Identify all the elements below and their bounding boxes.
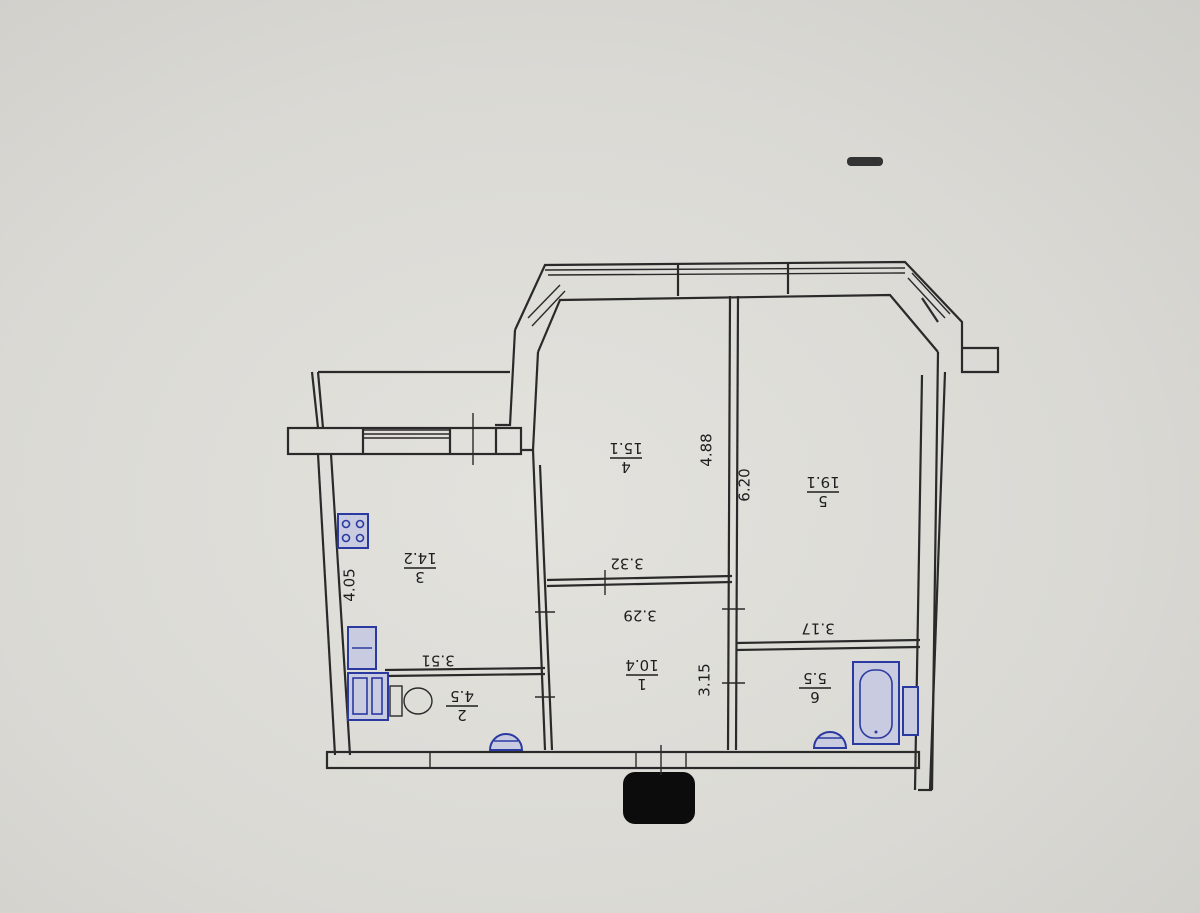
dimension-label: 3.17 <box>801 620 834 638</box>
dimension-label: 6.20 <box>736 468 754 501</box>
room-label: 110.4 <box>625 656 658 693</box>
dimension-label: 4.88 <box>698 433 716 466</box>
dimension-labels: 4.88 6.20 3.32 3.29 3.15 3.17 4.05 3.51 <box>341 433 835 696</box>
cabinet-icon-bath <box>902 686 919 736</box>
room-number: 2 <box>457 706 467 724</box>
room-area: 19.1 <box>806 473 839 491</box>
dimension-label: 3.32 <box>610 555 643 573</box>
room-label: 314.2 <box>403 549 436 586</box>
toilet-icon <box>389 685 433 717</box>
room-number: 1 <box>637 675 647 693</box>
room-labels: 110.4 24.5 314.2 415.1 519.1 65.5 <box>403 439 839 724</box>
bathtub-icon <box>852 661 900 745</box>
washing-machine-icon <box>347 672 389 721</box>
room-number: 5 <box>818 492 828 510</box>
room-area: 15.1 <box>609 439 642 457</box>
room-area: 4.5 <box>450 687 474 705</box>
exterior-walls <box>286 260 1000 792</box>
room-label: 519.1 <box>806 473 839 510</box>
floor-drain-icon-wc <box>488 733 524 751</box>
room-number: 6 <box>810 688 820 706</box>
redaction-mark-top <box>847 157 883 166</box>
interior-walls <box>384 295 921 751</box>
room-label: 415.1 <box>609 439 642 476</box>
stove-icon <box>337 513 369 549</box>
room-area: 10.4 <box>625 656 658 674</box>
room-number: 4 <box>621 458 631 476</box>
room-label: 65.5 <box>799 669 831 706</box>
sink-cabinet-icon <box>347 626 377 670</box>
washbasin-icon <box>812 731 848 749</box>
dimension-label: 3.29 <box>623 607 656 625</box>
redaction-blob <box>623 772 695 824</box>
room-area: 5.5 <box>803 669 827 687</box>
dimension-label: 4.05 <box>341 568 359 601</box>
room-label: 24.5 <box>446 687 478 724</box>
room-area: 14.2 <box>403 549 436 567</box>
room-number: 3 <box>415 568 425 586</box>
dimension-label: 3.15 <box>696 663 714 696</box>
dimension-label: 3.51 <box>421 652 454 670</box>
